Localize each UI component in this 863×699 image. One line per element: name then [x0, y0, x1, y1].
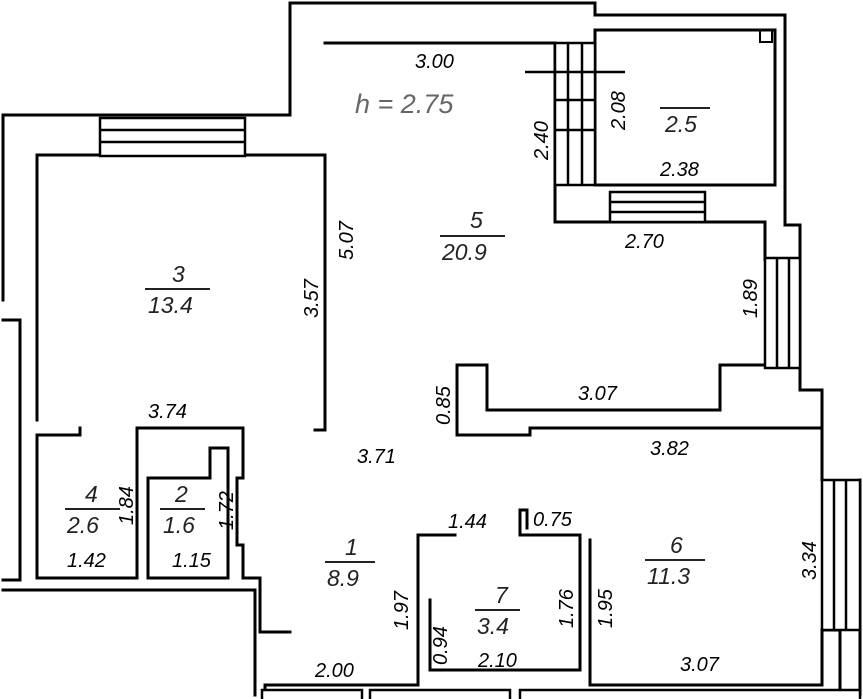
dim-1-95: 1.95: [595, 588, 617, 628]
dim-2-38: 2.38: [659, 159, 699, 181]
wall-left-stub: [1, 318, 22, 582]
room-7-number: 7: [495, 582, 509, 608]
wall-outer-right: [783, 13, 824, 482]
dim-0-85: 0.85: [433, 385, 455, 425]
balcony-corner-mark: [759, 29, 773, 43]
room-6-area: 11.3: [647, 563, 690, 589]
dim-1-97: 1.97: [391, 590, 413, 630]
window-balcony-door: [553, 41, 597, 187]
windows: [98, 41, 862, 699]
room-2-number: 2: [174, 481, 188, 507]
wall-room-3: [35, 153, 102, 422]
dim-0-75: 0.75: [533, 509, 573, 531]
window-room-6: [820, 478, 862, 632]
wall-room-6: [588, 538, 842, 697]
wall-room-2-outer: [235, 426, 292, 634]
room-2-area: 1.6: [163, 512, 195, 538]
room-5-area: 20.9: [441, 239, 487, 265]
dimension-labels: 3.00 2.08 2.40 2.38 2.70 5.07 3.57 1.89 …: [67, 51, 821, 682]
dim-3-07-bottom: 3.07: [680, 654, 720, 676]
dim-1-15: 1.15: [172, 550, 212, 572]
room-3-number: 3: [172, 261, 185, 287]
window-room-5-top: [608, 190, 707, 224]
room-6-number: 6: [670, 532, 683, 558]
ceiling-height-label: h = 2.75: [355, 89, 454, 119]
dim-3-71: 3.71: [357, 446, 396, 468]
room-5-number: 5: [470, 207, 483, 233]
room-4-number: 4: [85, 481, 98, 507]
dim-3-74: 3.74: [148, 401, 187, 423]
room-1-number: 1: [345, 534, 358, 560]
wall-room-4: [35, 426, 82, 437]
room-7-area: 3.4: [477, 613, 509, 639]
window-bottom-3: [518, 688, 862, 699]
dim-1-76: 1.76: [556, 588, 578, 628]
dim-2-70: 2.70: [624, 231, 664, 253]
window-room-3: [98, 116, 247, 158]
room-3-area: 13.4: [148, 292, 193, 318]
wall-room-7-mid: [428, 508, 582, 672]
wall-outer-top: [288, 1, 787, 17]
dim-2-40: 2.40: [531, 121, 553, 161]
dim-1-42: 1.42: [67, 550, 106, 572]
room-labels: 1 8.9 2 1.6 3 13.4 4 2.6 5 20.9 6 11.3 7…: [65, 107, 710, 639]
dim-1-72: 1.72: [216, 491, 238, 530]
room-4-area: 2.6: [66, 512, 99, 538]
wall-room-4-box: [35, 426, 245, 580]
dim-3-82: 3.82: [650, 438, 689, 460]
dim-1-89: 1.89: [740, 279, 762, 318]
dim-3-07-top: 3.07: [578, 383, 618, 405]
dim-5-07: 5.07: [336, 220, 358, 260]
wall-room-7-left: [263, 533, 457, 697]
dim-1-84: 1.84: [116, 486, 138, 525]
window-room-5-right: [763, 256, 802, 370]
wall-room-5-right: [455, 363, 824, 482]
window-bottom-1: [260, 688, 364, 699]
dim-2-08: 2.08: [608, 91, 630, 131]
dim-3-34: 3.34: [799, 541, 821, 580]
wall-bottom-left: [1, 588, 257, 697]
dim-3-57: 3.57: [301, 278, 323, 318]
window-bottom-2: [368, 688, 512, 699]
dim-2-10: 2.10: [477, 650, 517, 672]
room-1-area: 8.9: [327, 565, 359, 591]
wall-outer-left: [1, 1, 292, 302]
balcony-area: 2.5: [664, 111, 697, 137]
dim-3-00: 3.00: [415, 51, 454, 73]
wall-room-2-box: [146, 446, 230, 580]
dim-1-44: 1.44: [448, 511, 487, 533]
dim-0-94: 0.94: [430, 626, 452, 665]
dim-2-00: 2.00: [314, 660, 354, 682]
wall-room-3-top-right: [243, 153, 327, 432]
